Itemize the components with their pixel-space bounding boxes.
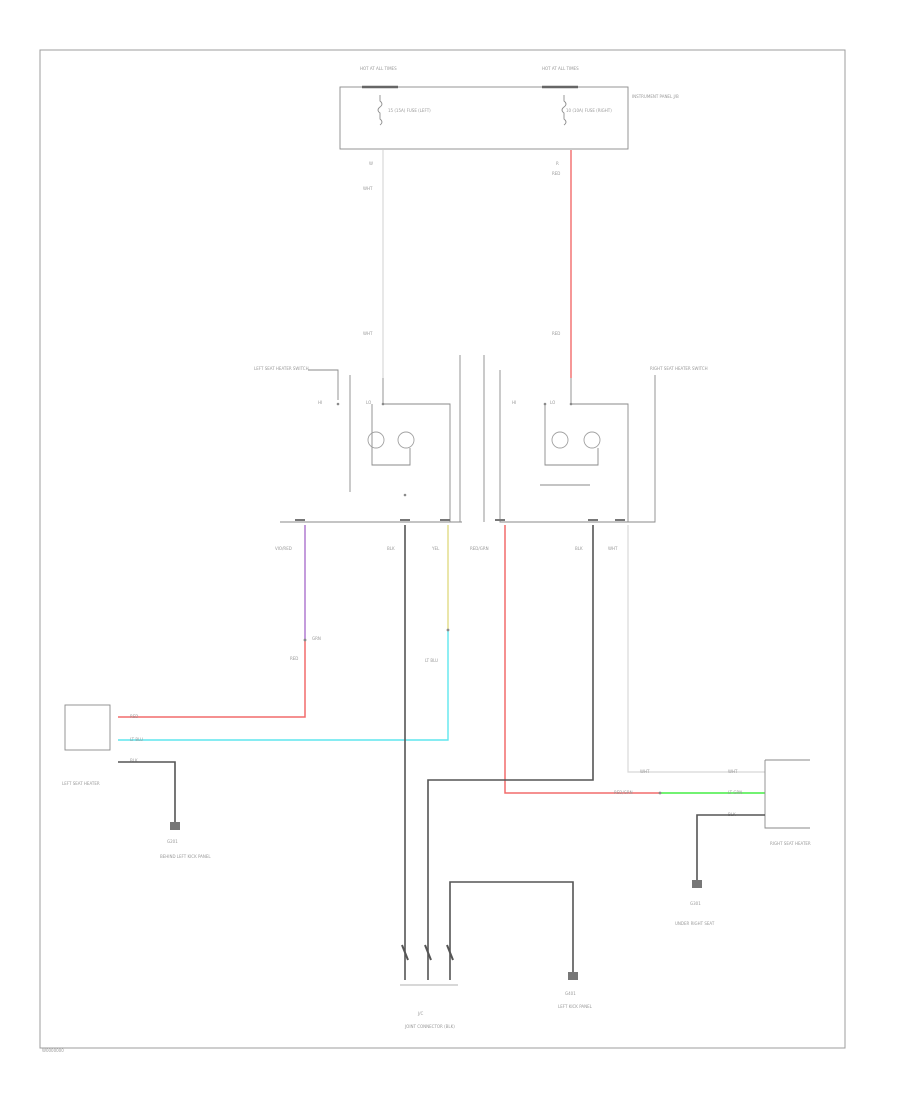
left-fuse-label: 15 (15A) FUSE (LEFT): [388, 108, 431, 113]
right-feed-label-3: RED: [552, 331, 560, 336]
footer-code: W0000000: [42, 1048, 64, 1053]
left-switch-pin-lo: LO: [366, 400, 371, 405]
right-fuse-hot-label: HOT AT ALL TIMES: [542, 66, 579, 71]
ground-g301: G301: [690, 901, 701, 906]
right-heater-wht-label-1: WHT: [640, 769, 650, 774]
right-switch-label: RIGHT SEAT HEATER SWITCH: [650, 366, 708, 371]
right-heater-grn-label: LT GRN: [728, 790, 742, 795]
ground-g401-desc: LEFT KICK PANEL: [558, 1004, 593, 1009]
left-switch-pin-hi: HI: [318, 400, 322, 405]
black-wire-label-2: BLK: [575, 546, 583, 551]
right-heater-red-label: RED/GRN: [614, 790, 633, 795]
cyan-wire: [118, 630, 449, 741]
left-switch-label: LEFT SEAT HEATER SWITCH: [254, 366, 309, 371]
joint-label: J/C: [417, 1011, 424, 1016]
diagram-frame: [39, 49, 846, 1049]
right-switch-pin-lo: LO: [550, 400, 555, 405]
right-feed-label-2: RED: [552, 171, 560, 176]
junction-box-name: INSTRUMENT PANEL J/B: [632, 94, 679, 99]
black-wire-label-1: BLK: [387, 546, 395, 551]
joint-desc: JOINT CONNECTOR (BLK): [404, 1024, 455, 1029]
grn-junction-label: GRN: [312, 636, 321, 641]
yellow-wire-label: YEL: [431, 546, 440, 551]
left-feed-label-2: WHT: [363, 186, 373, 191]
left-heater-blk-label: BLK: [130, 758, 138, 763]
red-grn-wire-label: RED/GRN: [470, 546, 489, 551]
left-heater-ltblu-label: LT BLU: [130, 737, 143, 742]
ground-g301-desc: UNDER RIGHT SEAT: [675, 921, 715, 926]
right-seat-heater-switch: RIGHT SEAT HEATER SWITCH HI LO: [483, 355, 708, 523]
right-heater-wht-label-2: WHT: [728, 769, 738, 774]
black-wire-2: [427, 525, 594, 980]
left-feed-label-3: WHT: [363, 331, 373, 336]
left-heater-label: LEFT SEAT HEATER: [62, 781, 100, 786]
ground-g201-desc: BEHIND LEFT KICK PANEL: [160, 854, 211, 859]
left-feed-label-1: W: [369, 161, 373, 166]
ground-g401: G401: [565, 991, 576, 996]
white-wire-right: [627, 525, 765, 773]
left-seat-heater: LEFT SEAT HEATER RED LT BLU BLK G201 BEH…: [62, 704, 211, 859]
left-fuse-hot-label: HOT AT ALL TIMES: [360, 66, 397, 71]
red-wire-left: [118, 640, 306, 718]
right-switch-pin-hi: HI: [512, 400, 516, 405]
top-junction-box: HOT AT ALL TIMES HOT AT ALL TIMES 15 (15…: [339, 66, 679, 150]
red-wire-label-left-drop: RED: [290, 656, 298, 661]
right-seat-heater: RIGHT SEAT HEATER WHT WHT RED/GRN LT GRN…: [614, 759, 811, 926]
right-fuse-label: 10 (10A) FUSE (RIGHT): [566, 108, 612, 113]
right-heater-label: RIGHT SEAT HEATER: [770, 841, 811, 846]
ltblu-drop-label: LT BLU: [425, 658, 438, 663]
right-feed-label-1: R: [556, 161, 559, 166]
left-seat-heater-switch: LEFT SEAT HEATER SWITCH HI LO: [254, 355, 462, 523]
right-fuse-symbol: [561, 95, 567, 126]
violet-wire-label: VIO/RED: [275, 546, 292, 551]
left-fuse-symbol: [377, 95, 383, 126]
red-wire-right: [504, 525, 660, 794]
white-wire-label-2: WHT: [608, 546, 618, 551]
joint-connector: J/C JOINT CONNECTOR (BLK) G401 LEFT KICK…: [400, 881, 593, 1029]
ground-g201: G201: [167, 839, 178, 844]
left-heater-red-label: RED: [130, 714, 138, 719]
